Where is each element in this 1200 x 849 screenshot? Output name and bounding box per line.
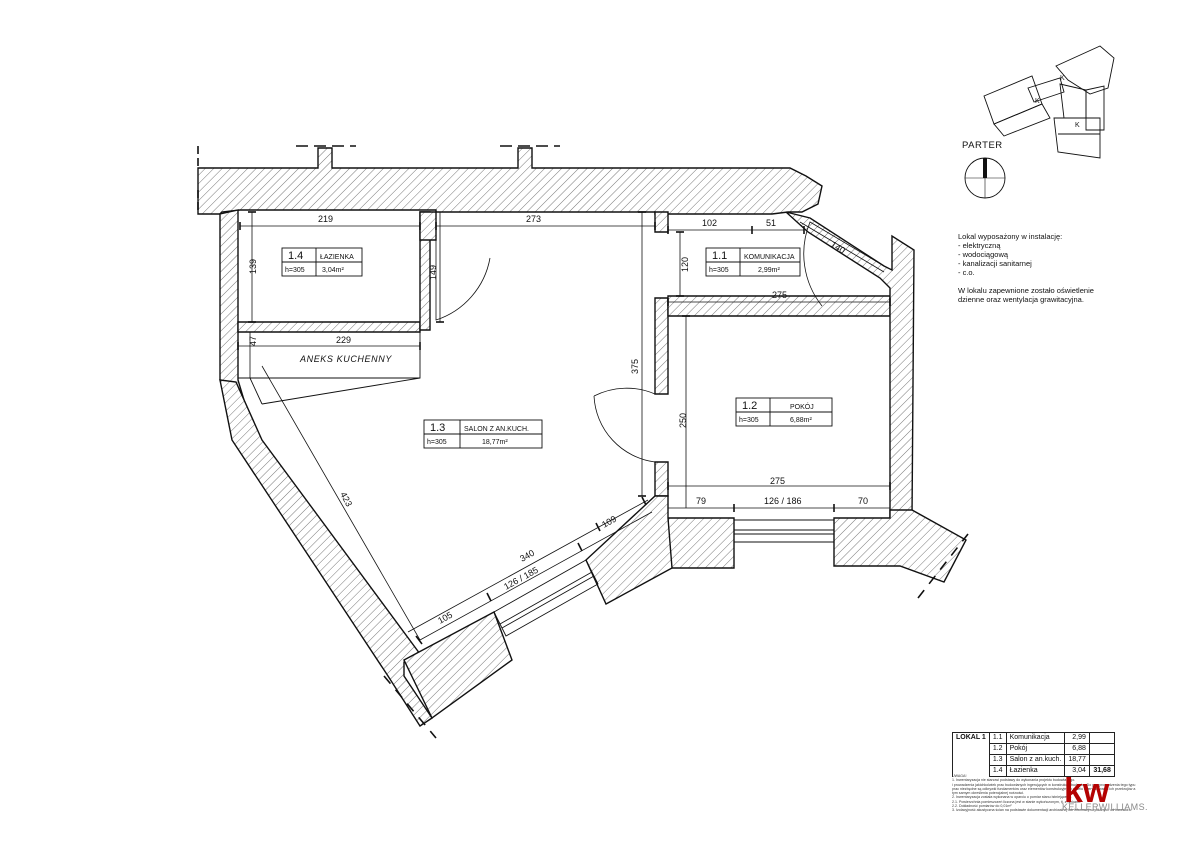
dim-105: 105 [436, 610, 454, 626]
dim-79: 79 [696, 496, 706, 506]
walls [197, 147, 967, 727]
room-area: 2,99m² [758, 267, 780, 274]
dim-120: 120 [680, 257, 690, 272]
row-name: Salon z an.kuch. [1005, 754, 1066, 766]
kw-mark: kw [1064, 772, 1110, 810]
info-line: - kanalizacji sanitarnej [958, 259, 1032, 268]
dim-275-bottom: 275 [770, 476, 785, 486]
row-num: 1.1 [988, 732, 1007, 744]
dim-250: 250 [678, 413, 688, 428]
kitchen-counter [238, 332, 421, 405]
aneks-label: ANEKS KUCHENNY [299, 354, 392, 364]
row-name: Pokój [1005, 743, 1066, 755]
dim-219: 219 [318, 214, 333, 224]
keyplan-k2: K [1035, 98, 1040, 105]
row-num: 1.3 [988, 754, 1007, 766]
dim-139: 139 [248, 259, 258, 274]
notes-title: UWAGA! [952, 774, 967, 778]
note-line: 2. Inwentaryzacja została wykonana w opa… [952, 795, 1072, 800]
kw-logo: kw [1064, 772, 1110, 810]
installations-info: Lokal wyposażony w instalację: - elektry… [958, 232, 1138, 304]
info-line: - elektryczną [958, 241, 1001, 250]
row-name: Komunikacja [1005, 732, 1066, 744]
dim-375: 375 [630, 359, 640, 374]
doors [435, 221, 885, 463]
dim-109: 109 [600, 514, 618, 530]
notes-block: UWAGA! 1. Inwentaryzacja nie stanowi pod… [952, 774, 1192, 813]
key-plan: K K K [983, 45, 1115, 159]
total-area: 31,68 [1088, 765, 1115, 777]
section-marks [197, 145, 969, 739]
dim-229: 229 [336, 335, 351, 345]
brand-name: KELLERWILLIAMS. [1062, 802, 1148, 812]
dim-275-top: 275 [772, 290, 787, 300]
info-line: - wodociągową [958, 250, 1009, 259]
room-number: 1.1 [712, 250, 727, 262]
note-line: 2.2. Dokładność pomiarów do 0,01m² [952, 804, 1012, 809]
dim-102: 102 [702, 218, 717, 228]
floor-label: PARTER [962, 140, 1003, 151]
dim-47: 47 [248, 336, 258, 346]
room-name: KOMUNIKACJA [744, 254, 795, 261]
note-line: 2.1. Powierzchnia pomieszczeń liczona je… [952, 799, 1081, 804]
room-number: 1.3 [430, 422, 445, 434]
dim-149: 149 [428, 265, 438, 280]
area-summary-table: LOKAL 1 1.1 Komunikacja 2,99 1.2 Pokój 6… [952, 732, 1115, 777]
room-label-1-3: 1.3 SALON Z AN.KUCH. h=305 18,77m² [423, 419, 543, 449]
info-line: W lokalu zapewnione zostało oświetlenie [958, 286, 1094, 295]
dimension-labels: 219 273 102 51 140 139 149 120 275 229 4… [248, 214, 868, 626]
dim-51: 51 [766, 218, 776, 228]
dim-423: 423 [338, 490, 354, 508]
room-name: POKÓJ [790, 402, 814, 411]
room-height: h=305 [285, 267, 305, 274]
compass-icon [964, 157, 1006, 199]
row-area: 18,77 [1064, 754, 1090, 766]
note-line: i prowadzenia jakichkolwiek prac budowla… [952, 782, 1136, 787]
note-line: tym samym określenia potencjalnej nośnoś… [952, 791, 1025, 796]
room-name: ŁAZIENKA [320, 254, 354, 261]
table-row: 1.4 Łazienka 3,04 31,68 [953, 765, 1115, 777]
room-number: 1.2 [742, 400, 757, 412]
dim-126-186: 126 / 186 [764, 496, 802, 506]
room-label-1-2: 1.2 POKÓJ h=305 6,88m² [735, 397, 833, 427]
dim-70: 70 [858, 496, 868, 506]
info-line: - c.o. [958, 268, 975, 277]
room-height: h=305 [427, 439, 447, 446]
lokal-label: LOKAL 1 [952, 732, 990, 777]
keyplan-k1: K [1060, 75, 1065, 82]
note-line: 3. Izolacyjność akustyczna ścian na pods… [952, 808, 1132, 813]
table-row: LOKAL 1 1.1 Komunikacja 2,99 [952, 732, 1115, 777]
room-name: SALON Z AN.KUCH. [464, 426, 529, 433]
room-area: 18,77m² [482, 439, 508, 446]
row-num: 1.2 [988, 743, 1007, 755]
room-number: 1.4 [288, 250, 303, 262]
room-height: h=305 [709, 267, 729, 274]
room-area: 6,88m² [790, 417, 812, 424]
dimension-lines [237, 211, 891, 645]
dim-273: 273 [526, 214, 541, 224]
dim-126-185: 126 / 185 [502, 565, 540, 592]
row-name: Łazienka [1005, 765, 1066, 777]
row-area: 6,88 [1064, 743, 1090, 755]
info-line: Lokal wyposażony w instalację: [958, 232, 1063, 241]
room-area: 3,04m² [322, 267, 344, 274]
room-height: h=305 [739, 417, 759, 424]
room-label-1-1: 1.1 KOMUNIKACJA h=305 2,99m² [705, 247, 801, 277]
note-line: 1. Inwentaryzacja nie stanowi podstawy d… [952, 778, 1076, 783]
room-label-1-4: 1.4 ŁAZIENKA h=305 3,04m² [281, 247, 363, 277]
row-area: 2,99 [1064, 732, 1090, 744]
dim-340: 340 [518, 548, 536, 564]
keyplan-k3: K [1075, 122, 1080, 129]
note-line: prac niezbędne są odkrywki fundamentów o… [952, 786, 1136, 791]
info-line: dzienne oraz wentylacja grawitacyjna. [958, 295, 1084, 304]
